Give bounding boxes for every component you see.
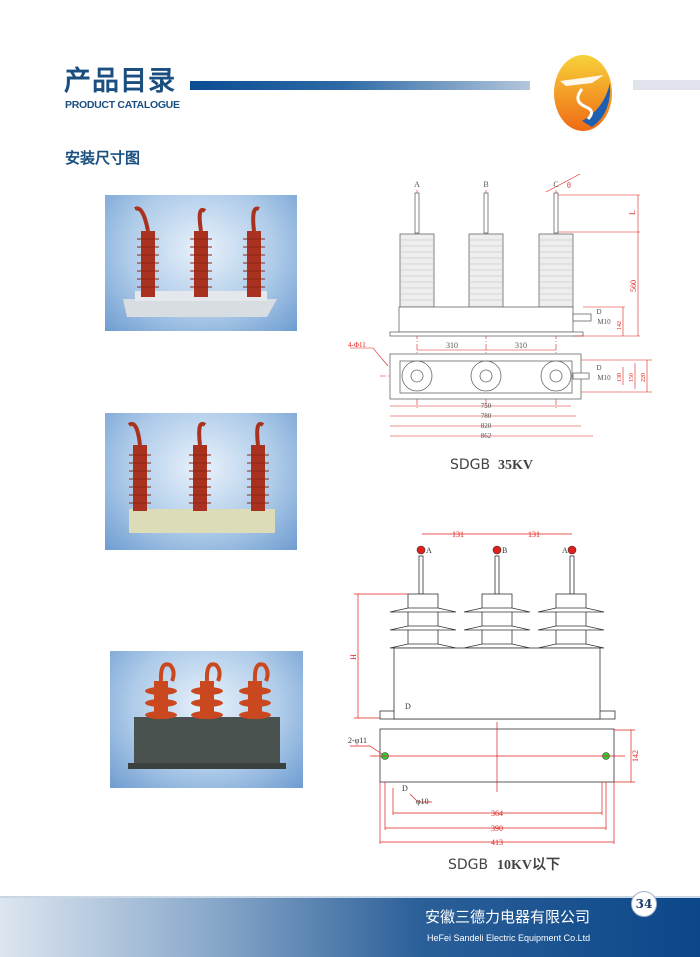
dim-spacing-2: 131 xyxy=(528,530,540,539)
terminal-thread-plan: M10 xyxy=(597,374,611,382)
terminal-label-plan: D xyxy=(402,784,408,793)
product-photo-10kv xyxy=(110,651,303,788)
dim-780: 780 xyxy=(481,412,492,420)
dim-depth: 142 xyxy=(631,750,640,762)
dim-750: 750 xyxy=(481,402,492,410)
terminal-label: D xyxy=(405,702,411,711)
dim-spacing-1: 310 xyxy=(446,341,458,350)
terminal-thread: M10 xyxy=(597,318,611,326)
dim-spacing-1: 131 xyxy=(452,530,464,539)
caption-model-10kv: SDGB xyxy=(448,857,488,873)
phase-label-a2: A xyxy=(562,546,568,555)
footer-band xyxy=(0,898,700,957)
product-photo-35kv-b xyxy=(105,413,297,550)
dim-364: 364 xyxy=(491,809,503,818)
caption-rating-10kv: 10KV以下 xyxy=(497,857,560,873)
dim-height: 560 xyxy=(629,280,638,292)
catalogue-subtitle: PRODUCT CATALOGUE xyxy=(65,99,180,111)
company-name-cn: 安徽三德力电器有限公司 xyxy=(425,908,591,926)
dim-862: 862 xyxy=(481,432,492,440)
phase-label-a: A xyxy=(414,180,420,189)
phase-label-b: B xyxy=(502,546,507,555)
angle-label: θ xyxy=(567,181,571,190)
dim-220: 220 xyxy=(641,373,647,382)
phase-label-a: A xyxy=(426,546,432,555)
catalogue-title: 产品目录 xyxy=(64,66,176,97)
dim-holes: 4-Φ11 xyxy=(348,341,366,349)
dim-820: 820 xyxy=(481,422,492,430)
company-name-en: HeFei Sandeli Electric Equipment Co.Ltd xyxy=(427,933,591,943)
phase-label-c: C xyxy=(553,180,558,189)
dim-height: H xyxy=(349,654,358,660)
dimension-drawing-35kv: L 560 142 θ 4-Φ11 130 150 220 A B C 310 … xyxy=(348,173,652,473)
page-number: 34 xyxy=(631,891,657,917)
company-logo xyxy=(554,55,612,131)
section-title: 安装尺寸图 xyxy=(65,149,141,167)
dim-holes: 2-φ11 xyxy=(348,736,367,745)
caption-model-35kv: SDGB xyxy=(450,457,490,473)
product-photo-35kv-a xyxy=(105,195,297,331)
dim-150: 150 xyxy=(629,373,635,382)
dim-413: 413 xyxy=(491,838,503,847)
footer-divider xyxy=(0,896,700,898)
dim-130: 130 xyxy=(617,373,623,382)
phase-label-b: B xyxy=(483,180,488,189)
dim-L: L xyxy=(628,210,637,215)
dim-base-height: 142 xyxy=(617,321,623,330)
terminal-label: D xyxy=(596,308,601,316)
header-divider-bar xyxy=(190,81,530,90)
caption-rating-35kv: 35KV xyxy=(498,458,533,473)
header-right-bar xyxy=(633,80,700,90)
dim-390: 390 xyxy=(491,824,503,833)
dimension-drawing-10kv: 131 131 H 142 364 390 413 A B A D 2-φ11 … xyxy=(348,530,640,873)
terminal-label-plan: D xyxy=(596,364,601,372)
dim-ground-dia: φ10 xyxy=(416,797,429,806)
dim-spacing-2: 310 xyxy=(515,341,527,350)
